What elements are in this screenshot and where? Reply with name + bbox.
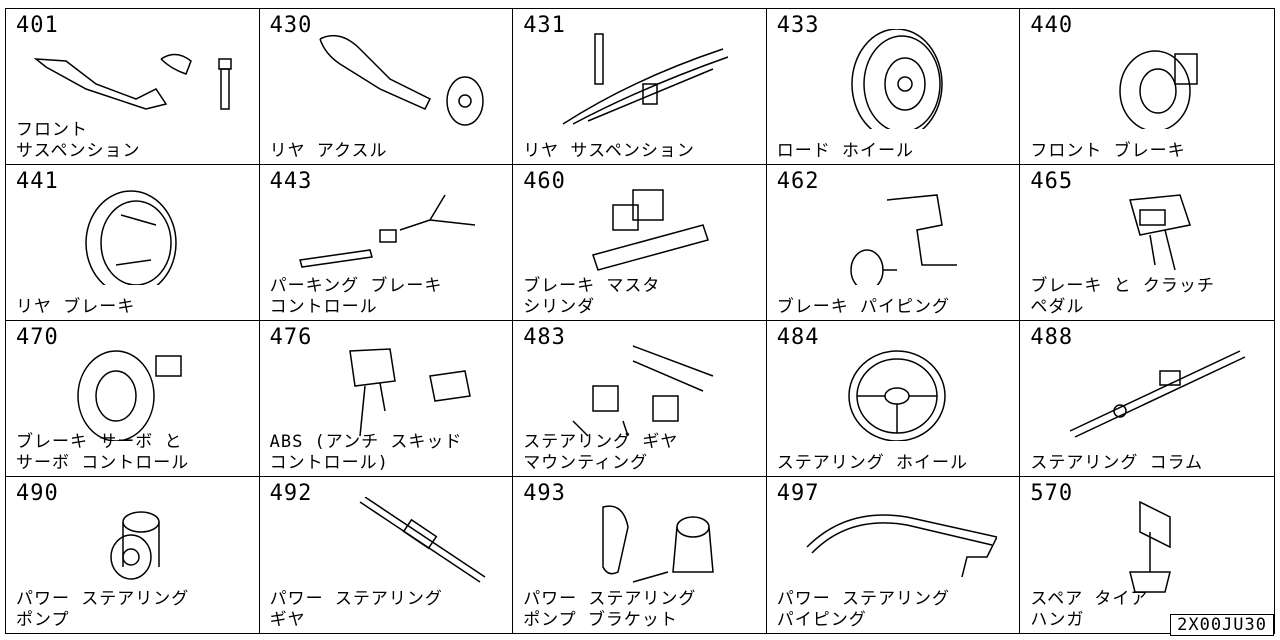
pedal-icon <box>1040 185 1250 285</box>
power-steering-pump-icon <box>26 497 236 597</box>
catalog-cell-462[interactable]: 462 ブレーキ パイピング <box>766 165 1021 321</box>
section-label: ブレーキ マスタ シリンダ <box>523 276 661 317</box>
section-label: ブレーキ と クラッチ ペダル <box>1030 276 1215 317</box>
section-code: 493 <box>523 481 566 506</box>
section-code: 433 <box>776 13 820 38</box>
section-code: 443 <box>269 169 313 194</box>
section-label: ロード ホイール <box>776 141 915 161</box>
section-code: 488 <box>1030 325 1074 350</box>
catalog-cell-401[interactable]: 401 フロント サスペンション <box>6 9 260 165</box>
section-code: 460 <box>523 169 566 194</box>
catalog-cell-460[interactable]: 460 ブレーキ マスタ シリンダ <box>513 165 767 321</box>
section-label: リヤ サスペンション <box>523 141 695 161</box>
section-label: パワー ステアリング パイピング <box>776 589 951 630</box>
steering-wheel-icon <box>787 341 997 442</box>
section-label: パワー ステアリング ポンプ <box>16 589 190 630</box>
power-steering-gear-icon <box>280 496 490 597</box>
section-label: パーキング ブレーキ コントロール <box>269 276 443 317</box>
section-code: 401 <box>16 13 59 38</box>
brake-piping-icon <box>787 185 997 291</box>
section-code: 484 <box>776 325 820 350</box>
steering-column-icon <box>1040 341 1250 441</box>
catalog-cell-433[interactable]: 433 ロード ホイール <box>766 9 1021 165</box>
drawing-reference-code: 2X00JU30 <box>1170 614 1274 636</box>
section-code: 483 <box>523 325 566 350</box>
section-code: 431 <box>523 13 566 38</box>
section-label: フロント ブレーキ <box>1030 141 1186 161</box>
section-code: 465 <box>1030 169 1074 194</box>
catalog-cell-470[interactable]: 470 ブレーキ サーボ と サーボ コントロール <box>6 321 260 477</box>
catalog-cell-476[interactable]: 476 ABS (アンチ スキッド コントロール) <box>259 321 514 477</box>
section-code: 440 <box>1030 13 1074 38</box>
section-label: ステアリング ホイール <box>776 453 969 473</box>
brake-master-cylinder-icon <box>533 185 743 285</box>
section-label: リヤ ブレーキ <box>16 297 136 317</box>
catalog-cell-488[interactable]: 488 ステアリング コラム <box>1020 321 1274 477</box>
section-label: フロント サスペンション <box>16 120 141 161</box>
section-label: パワー ステアリング ギヤ <box>269 589 443 630</box>
road-wheel-icon <box>787 28 997 140</box>
section-code: 570 <box>1030 481 1074 506</box>
section-code: 497 <box>776 481 820 506</box>
catalog-cell-465[interactable]: 465 ブレーキ と クラッチ ペダル <box>1020 165 1274 321</box>
brake-servo-icon <box>26 341 236 442</box>
pump-bracket-icon <box>533 497 743 597</box>
section-label: ステアリング ギヤ マウンティング <box>523 432 679 473</box>
rear-suspension-icon <box>533 29 743 129</box>
section-label: リヤ アクスル <box>269 141 388 161</box>
parking-brake-control-icon <box>280 185 490 285</box>
front-brake-icon <box>1040 29 1250 132</box>
section-code: 492 <box>269 481 313 506</box>
catalog-cell-570[interactable]: 570 スペア タイア ハンガ <box>1020 477 1274 633</box>
catalog-cell-431[interactable]: 431 リヤ サスペンション <box>513 9 767 165</box>
section-label: パワー ステアリング ポンプ ブラケット <box>523 589 697 630</box>
section-label: スペア タイア ハンガ <box>1030 589 1149 630</box>
catalog-cell-493[interactable]: 493 パワー ステアリング ポンプ ブラケット <box>513 477 767 633</box>
section-code: 490 <box>16 481 59 506</box>
catalog-cell-483[interactable]: 483 ステアリング ギヤ マウンティング <box>513 321 767 477</box>
catalog-cell-490[interactable]: 490 パワー ステアリング ポンプ <box>6 477 260 633</box>
section-code: 430 <box>269 13 313 38</box>
section-code: 476 <box>269 325 313 350</box>
steering-gear-mounting-icon <box>533 341 743 441</box>
catalog-cell-443[interactable]: 443 パーキング ブレーキ コントロール <box>259 165 514 321</box>
abs-unit-icon <box>280 341 490 441</box>
section-label: ステアリング コラム <box>1030 453 1204 473</box>
section-label: ABS (アンチ スキッド コントロール) <box>269 432 463 473</box>
section-code: 470 <box>16 325 59 350</box>
catalog-cell-440[interactable]: 440 フロント ブレーキ <box>1020 9 1274 165</box>
parts-catalog-grid: 401 フロント サスペンション 430 リヤ アクスル 431 <box>5 8 1275 634</box>
section-code: 441 <box>16 169 59 194</box>
section-label: ブレーキ サーボ と サーボ コントロール <box>16 432 190 473</box>
rear-axle-icon <box>280 29 490 129</box>
power-steering-piping-icon <box>787 497 998 597</box>
spare-tire-hanger-icon <box>1040 497 1250 597</box>
catalog-cell-492[interactable]: 492 パワー ステアリング ギヤ <box>260 477 514 633</box>
section-label: ブレーキ パイピング <box>776 297 951 317</box>
front-suspension-icon <box>26 29 236 129</box>
catalog-cell-430[interactable]: 430 リヤ アクスル <box>259 9 514 165</box>
catalog-cell-441[interactable]: 441 リヤ ブレーキ <box>6 165 260 321</box>
catalog-cell-484[interactable]: 484 ステアリング ホイール <box>766 321 1021 477</box>
section-code: 462 <box>776 169 820 194</box>
rear-brake-icon <box>26 185 236 296</box>
catalog-cell-497[interactable]: 497 パワー ステアリング パイピング <box>767 477 1021 633</box>
